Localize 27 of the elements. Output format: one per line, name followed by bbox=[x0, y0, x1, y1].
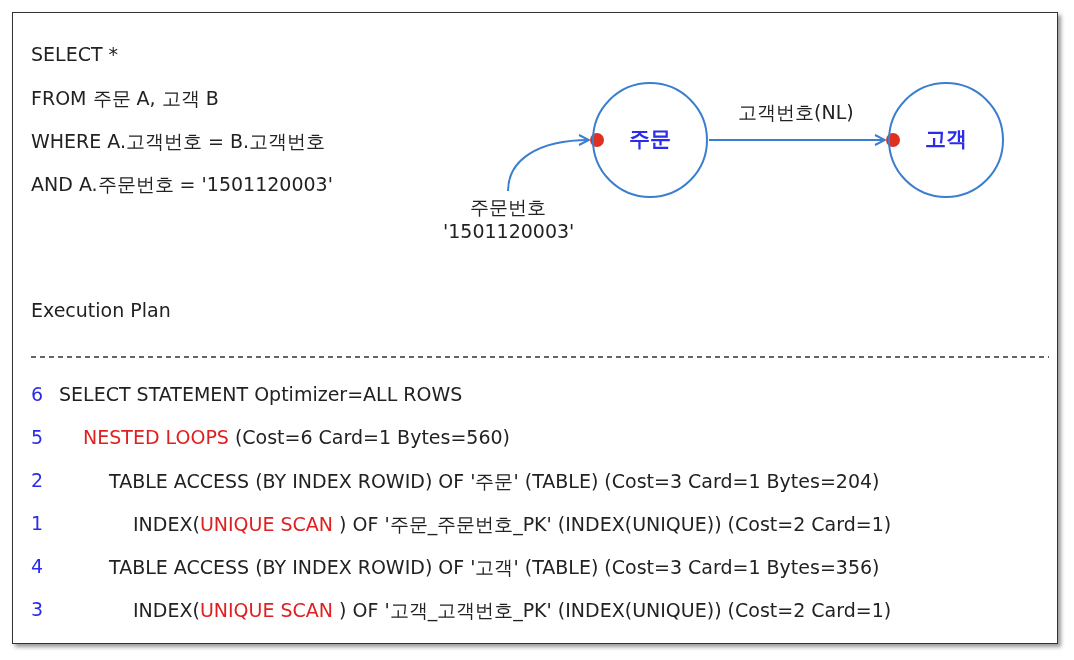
step-number: 2 bbox=[31, 469, 44, 491]
sql-line: WHERE A.고객번호 = B.고객번호 bbox=[31, 129, 326, 154]
step-number: 5 bbox=[31, 426, 44, 448]
plan-text: INDEX( bbox=[133, 513, 200, 535]
arrow bbox=[507, 134, 590, 192]
sql-line: AND A.주문번호 = '1501120003' bbox=[31, 172, 333, 197]
operation-name: NESTED LOOPS bbox=[83, 426, 229, 448]
arrow bbox=[708, 134, 886, 146]
plan-text: SELECT STATEMENT Optimizer=ALL ROWS bbox=[59, 383, 463, 405]
plan-text: ) OF '고객_고객번호_PK' (INDEX(UNIQUE)) (Cost=2 Card=1) bbox=[339, 598, 892, 624]
step-number: 4 bbox=[31, 555, 44, 577]
sql-line: FROM 주문 A, 고객 B bbox=[31, 86, 219, 111]
plan-text: (Cost=6 Card=1 Bytes=560) bbox=[234, 426, 511, 448]
filter-text: 주문번호 '1501120003' bbox=[443, 195, 573, 243]
table-circle: 주문 bbox=[591, 81, 709, 199]
step-number: 6 bbox=[31, 383, 44, 405]
step-number: 3 bbox=[31, 598, 44, 620]
plan-text: TABLE ACCESS (BY INDEX ROWID) OF '고객' (TABLE) (Cost=3 Card=1 Bytes=356) bbox=[109, 555, 880, 580]
operation-name: UNIQUE SCAN bbox=[199, 513, 334, 535]
step-number: 1 bbox=[31, 512, 44, 534]
table-circle: 고객 bbox=[887, 81, 1005, 199]
section-heading: Execution Plan bbox=[31, 299, 171, 321]
sql-line: SELECT * bbox=[31, 43, 119, 65]
plan-text: ) OF '주문_주문번호_PK' (INDEX(UNIQUE)) (Cost=2 Card=1) bbox=[339, 512, 892, 538]
operation-name: UNIQUE SCAN bbox=[199, 599, 334, 621]
plan-text: INDEX( bbox=[133, 599, 200, 621]
plan-text: TABLE ACCESS (BY INDEX ROWID) OF '주문' (TABLE) (Cost=3 Card=1 Bytes=204) bbox=[109, 469, 880, 494]
